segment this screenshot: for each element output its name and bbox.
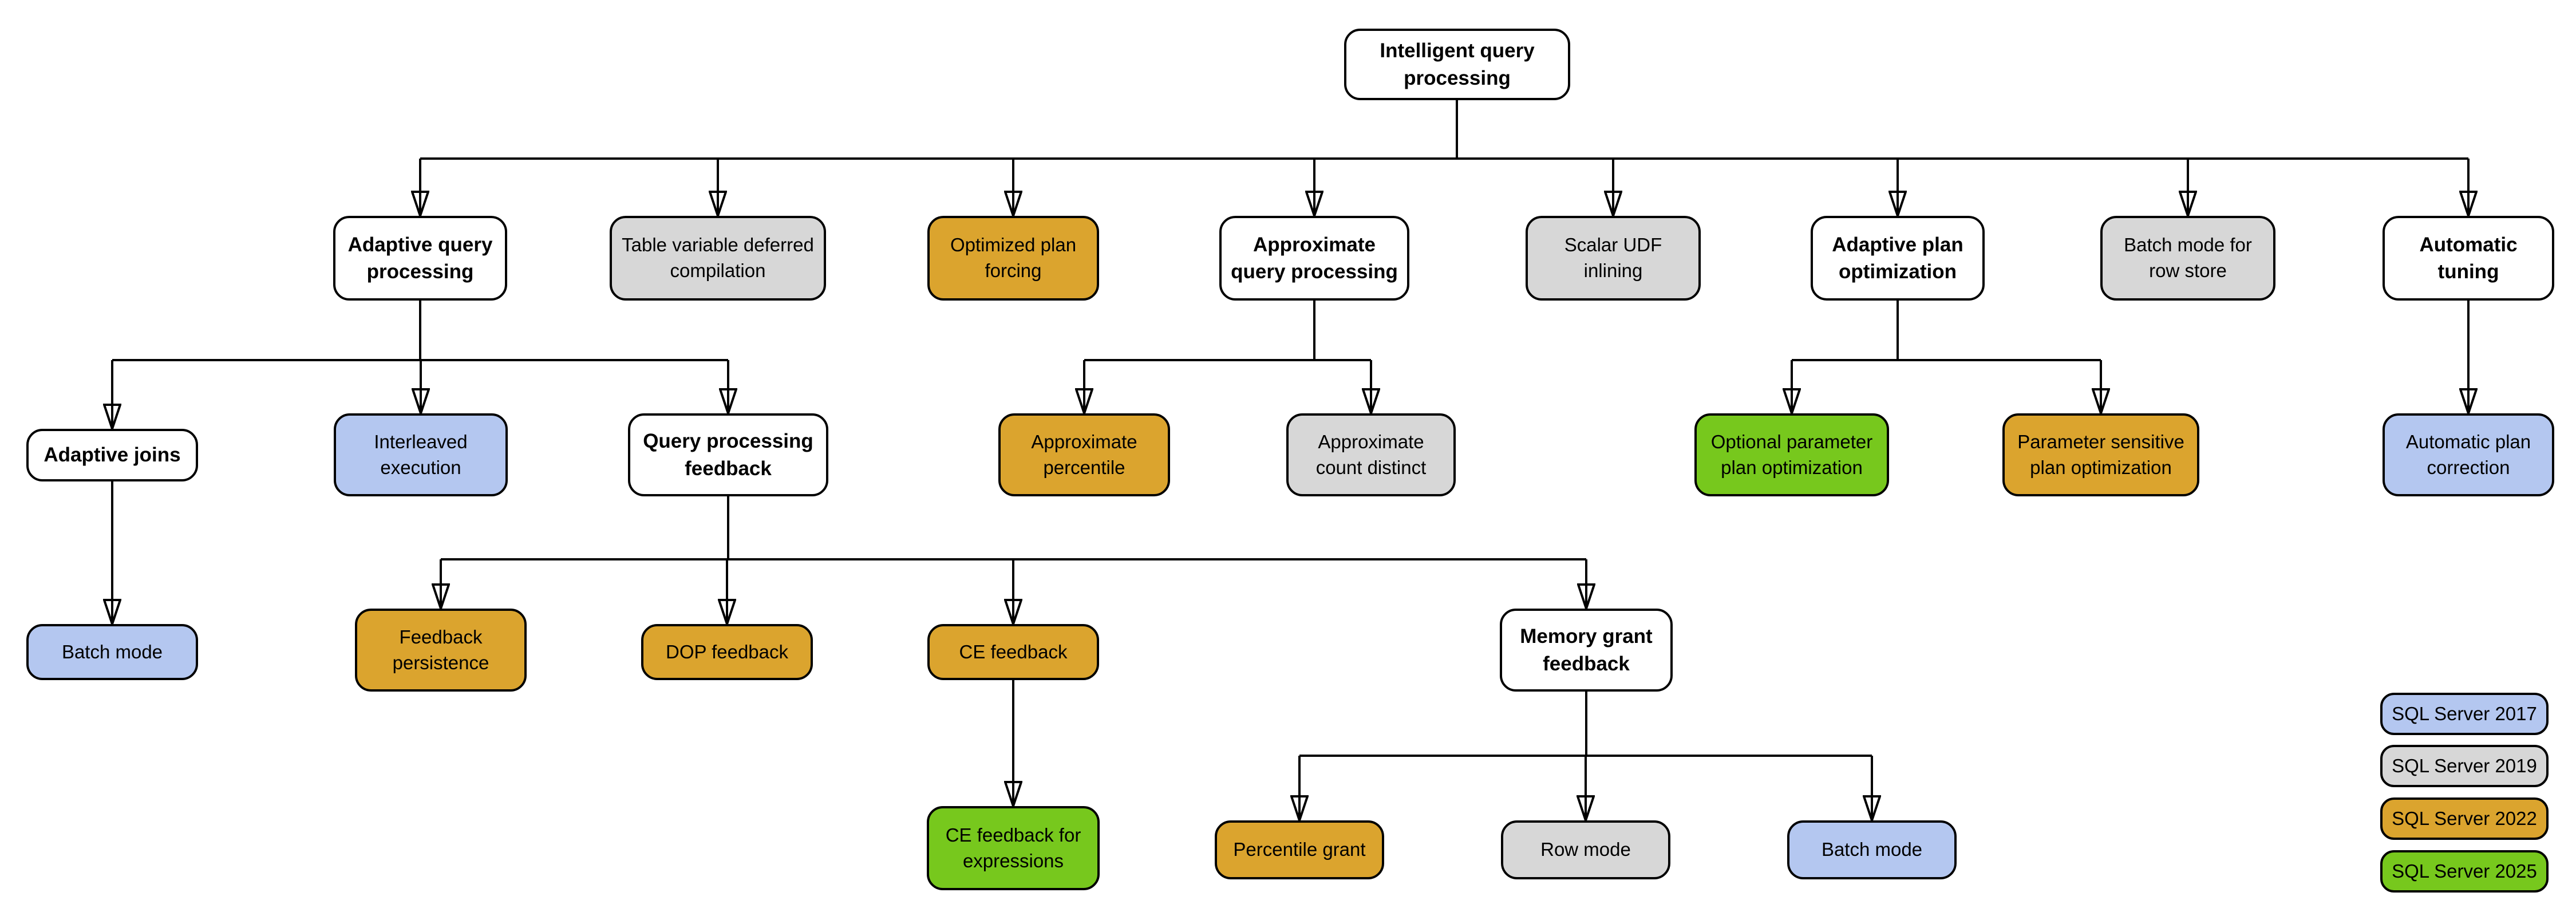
node-label: CE feedback for expressions <box>945 824 1081 871</box>
node-adaptive-plan-optimization: Adaptive plan optimization <box>1811 216 1985 301</box>
node-label: Batch mode for row store <box>2124 234 2252 281</box>
node-label: DOP feedback <box>665 641 789 662</box>
node-label: Optimized plan forcing <box>950 234 1077 281</box>
node-memory-grant-feedback: Memory grant feedback <box>1500 609 1673 692</box>
node-optional-parameter-plan-optimization: Optional parameter plan optimization <box>1694 413 1889 496</box>
node-label: Approximate query processing <box>1231 233 1398 283</box>
node-label: Row mode <box>1540 839 1631 860</box>
node-table-variable-deferred-compilation: Table variable deferred compilation <box>610 216 826 301</box>
node-label: Automatic plan correction <box>2405 431 2531 478</box>
node-automatic-tuning: Automatic tuning <box>2383 216 2554 301</box>
node-intelligent-query-processing: Intelligent query processing <box>1344 29 1570 100</box>
legend-label: SQL Server 2017 <box>2392 703 2537 724</box>
node-automatic-plan-correction: Automatic plan correction <box>2383 413 2554 496</box>
node-ce-feedback: CE feedback <box>927 624 1099 680</box>
node-interleaved-execution: Interleaved execution <box>334 413 508 496</box>
node-label: Adaptive plan optimization <box>1832 233 1963 283</box>
node-adaptive-joins: Adaptive joins <box>26 429 198 481</box>
legend-label: SQL Server 2022 <box>2392 808 2537 829</box>
node-batch-mode-for-row-store: Batch mode for row store <box>2100 216 2275 301</box>
node-label: Query processing feedback <box>643 430 813 480</box>
legend-sql-server-2025: SQL Server 2025 <box>2380 850 2549 893</box>
legend-sql-server-2022: SQL Server 2022 <box>2380 797 2549 840</box>
node-query-processing-feedback: Query processing feedback <box>628 413 828 496</box>
node-label: Parameter sensitive plan optimization <box>2017 431 2184 478</box>
node-label: Percentile grant <box>1233 839 1366 860</box>
legend-label: SQL Server 2025 <box>2392 860 2537 882</box>
node-approximate-percentile: Approximate percentile <box>998 413 1170 496</box>
node-batch-mode-memory-grant: Batch mode <box>1787 820 1957 879</box>
node-label: Interleaved execution <box>374 431 468 478</box>
node-label: Memory grant feedback <box>1520 625 1653 675</box>
node-label: CE feedback <box>959 641 1068 662</box>
node-label: Approximate count distinct <box>1315 431 1427 478</box>
node-label: Scalar UDF inlining <box>1564 234 1662 281</box>
node-adaptive-query-processing: Adaptive query processing <box>333 216 507 301</box>
legend-label: SQL Server 2019 <box>2392 755 2537 776</box>
node-batch-mode-adaptive-joins: Batch mode <box>26 624 198 680</box>
node-label: Intelligent query processing <box>1380 40 1535 89</box>
node-feedback-persistence: Feedback persistence <box>355 609 527 692</box>
node-label: Optional parameter plan optimization <box>1710 431 1873 478</box>
node-scalar-udf-inlining: Scalar UDF inlining <box>1526 216 1701 301</box>
node-label: Table variable deferred compilation <box>622 234 814 281</box>
node-label: Feedback persistence <box>392 626 489 673</box>
node-label: Adaptive joins <box>44 444 181 467</box>
node-percentile-grant: Percentile grant <box>1215 820 1384 879</box>
node-label: Automatic tuning <box>2419 233 2518 283</box>
legend-sql-server-2017: SQL Server 2017 <box>2380 693 2549 735</box>
node-approximate-query-processing: Approximate query processing <box>1219 216 1409 301</box>
node-parameter-sensitive-plan-optimization: Parameter sensitive plan optimization <box>2002 413 2199 496</box>
node-approximate-count-distinct: Approximate count distinct <box>1286 413 1456 496</box>
node-label: Adaptive query processing <box>347 233 493 283</box>
legend-sql-server-2019: SQL Server 2019 <box>2380 745 2549 787</box>
node-label: Approximate percentile <box>1031 431 1137 478</box>
node-dop-feedback: DOP feedback <box>641 624 813 680</box>
node-ce-feedback-for-expressions: CE feedback for expressions <box>927 806 1100 890</box>
node-label: Batch mode <box>61 641 163 662</box>
node-optimized-plan-forcing: Optimized plan forcing <box>927 216 1099 301</box>
node-label: Batch mode <box>1821 839 1923 860</box>
node-row-mode: Row mode <box>1501 820 1670 879</box>
